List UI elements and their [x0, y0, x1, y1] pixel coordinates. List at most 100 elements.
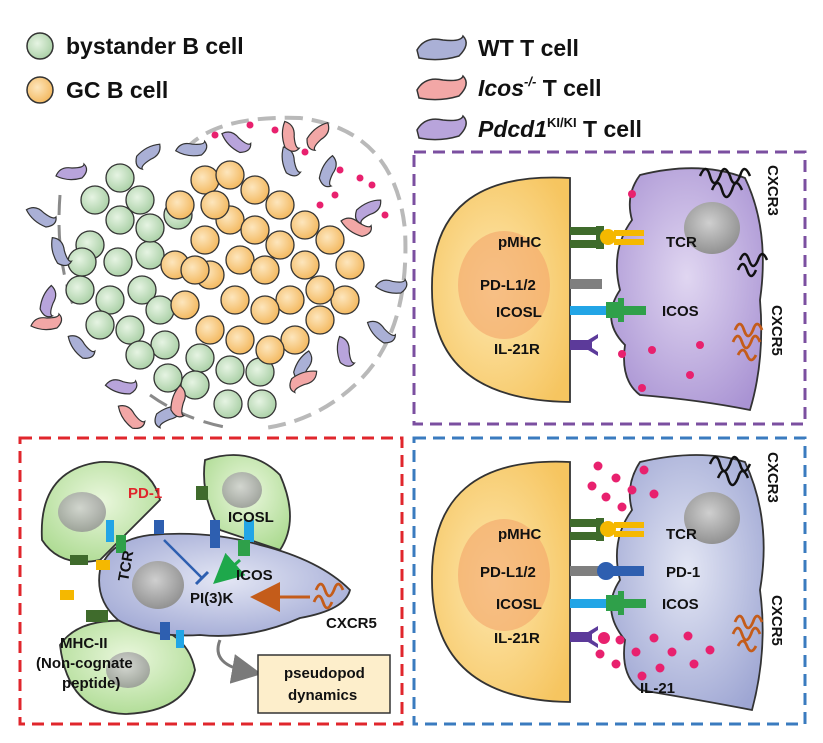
bystander-b-cell — [180, 370, 210, 400]
gc-b-cell — [335, 250, 365, 280]
bystander-b-cell — [65, 275, 95, 305]
icos-arrow — [213, 552, 246, 584]
follicle-edge-bottom — [149, 393, 231, 430]
wt-t-cell-nucleus — [684, 492, 740, 544]
il21-dot — [246, 121, 254, 129]
blue-panel-border — [412, 436, 807, 726]
label-icosl-wt: ICOSL — [496, 596, 542, 613]
label-cxcr3: CXCR3 — [764, 165, 781, 216]
gc-b-cell — [280, 325, 310, 355]
bystander-b-cell — [125, 185, 155, 215]
pd1-top — [210, 520, 220, 548]
tcr-left — [96, 560, 110, 570]
cxcr3-receptor-2 — [736, 252, 769, 278]
gc-b-cell — [215, 160, 245, 190]
cxcr5-receptor-ko — [312, 582, 345, 610]
label-noncognate-1: (Non-cognate — [36, 655, 133, 672]
legend-pdcd1: Pdcd1KI/KI T cell — [478, 115, 642, 142]
label-pd1-ko: PD-1 — [128, 485, 162, 502]
label-cxcr3-wt: CXCR3 — [764, 452, 781, 503]
gc-b-cell — [255, 335, 285, 365]
pmhc-tcr-complex-wt — [570, 518, 644, 541]
t-cell — [221, 131, 252, 154]
gc-b-cell — [265, 190, 295, 220]
icos-left — [116, 535, 126, 553]
t-cell — [55, 162, 88, 181]
bystander-b-cell — [185, 343, 215, 373]
t-cell — [51, 236, 73, 267]
b-cell-bottom-nucleus — [106, 652, 150, 688]
b-cell-nucleus-wt — [458, 519, 550, 631]
label-pseudo-2: dynamics — [288, 687, 357, 704]
icos-ko-panel: PD-1 ICOSL TCR ICOS PI(3)K CXCR5 MHC-II … — [18, 436, 404, 726]
icos-ko-t-cell-nucleus — [132, 561, 184, 609]
il21-dot — [331, 191, 339, 199]
label-tcr: TCR — [666, 234, 697, 251]
il21r-il21-wt — [570, 626, 610, 648]
mhc-top — [196, 486, 208, 500]
legend: bystander B cell GC B cell WT T cell Ico… — [26, 32, 642, 142]
icos-ko-t-cell — [30, 312, 63, 331]
il21-dot — [211, 131, 219, 139]
cxcr5-receptor-wt — [731, 614, 764, 653]
pmhc-tcr-complex — [570, 226, 644, 249]
gc-b-cell — [250, 295, 280, 325]
bystander-b-cell — [95, 285, 125, 315]
pseudopod-arrow — [216, 639, 262, 684]
icos-ko-t-cell — [117, 405, 146, 430]
pdl12-pd1-pair — [570, 562, 644, 580]
label-pd1-wt: PD-1 — [666, 564, 700, 581]
t-cell — [39, 284, 57, 318]
bystander-b-cell — [103, 247, 133, 277]
t-cell — [318, 154, 337, 188]
il21-dots-wt — [587, 461, 715, 681]
mhc-left — [70, 555, 88, 565]
bystander-b-cell — [247, 389, 277, 419]
label-il21r: IL-21R — [494, 341, 540, 358]
gc-boundary — [183, 115, 408, 430]
il21-dots — [618, 190, 704, 392]
legend-icos-ko: Icos-/- T cell — [478, 74, 602, 101]
label-pmhc: pMHC — [498, 234, 541, 251]
bystander-b-cell — [105, 163, 135, 193]
icos-ko-t-cell — [306, 121, 330, 151]
mhc-ii — [86, 610, 108, 622]
gc-b-cell — [240, 215, 270, 245]
bystander-b-cell — [150, 330, 180, 360]
pdcd1-panel: pMHC PD-L1/2 ICOSL IL-21R TCR ICOS CXCR3… — [412, 150, 807, 426]
b-cell-top-nucleus — [222, 472, 262, 508]
gc-b-cell — [195, 315, 225, 345]
gc-b-cell — [305, 275, 335, 305]
t-cell — [104, 379, 138, 395]
legend-wt: WT T cell — [478, 35, 579, 61]
bystander-b-cell — [127, 275, 157, 305]
tcr-bottom — [60, 590, 74, 600]
il21-dot — [356, 174, 364, 182]
bystander-b-cell — [215, 355, 245, 385]
pseudopod-box — [257, 654, 391, 714]
icos-ko-t-cell — [289, 370, 318, 394]
legend-gc: GC B cell — [66, 77, 168, 103]
label-il21r-wt: IL-21R — [494, 630, 540, 647]
gc-b-cell — [170, 290, 200, 320]
cxcr3-receptor-wt — [708, 455, 752, 487]
t-cell-nucleus — [684, 202, 740, 254]
icos-ko-t-cell — [281, 120, 301, 152]
bystander-b-cell — [135, 213, 165, 243]
gc-b-cell — [180, 255, 210, 285]
label-pmhc-wt: pMHC — [498, 526, 541, 543]
pdl12-molecule — [570, 279, 602, 289]
gc-b-cell — [225, 245, 255, 275]
il21-dot — [368, 181, 376, 189]
follicle-overview — [25, 115, 408, 430]
label-pseudo-1: pseudopod — [284, 665, 365, 682]
pd1-bottom — [160, 622, 170, 640]
label-cxcr5: CXCR5 — [768, 305, 785, 356]
t-cell — [281, 146, 302, 177]
t-cell — [25, 207, 57, 228]
bystander-b-cell — [85, 310, 115, 340]
label-icos: ICOS — [662, 303, 699, 320]
t-cell — [366, 320, 397, 344]
label-noncognate-2: peptide) — [62, 675, 120, 692]
